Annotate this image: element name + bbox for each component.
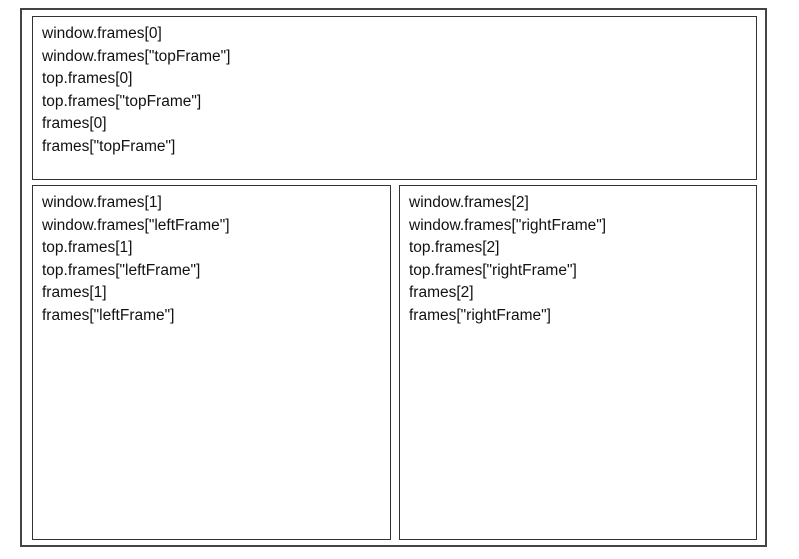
left-frame-reference: frames[1] [42, 284, 107, 302]
top-frame: window.frames[0] window.frames["topFrame… [32, 16, 757, 180]
right-frame-reference: window.frames[2] [409, 194, 529, 211]
top-frame-reference: top.frames[0] [42, 70, 133, 88]
right-frame-reference: frames["rightFrame"] [409, 306, 551, 324]
right-frame-reference: frames[2] [409, 284, 474, 302]
right-frame-reference: top.frames[2] [409, 239, 500, 257]
top-frame-reference: window.frames[0] [42, 25, 162, 42]
right-frame: window.frames[2] window.frames["rightFra… [399, 185, 757, 540]
frameset-window: window.frames[0] window.frames["topFrame… [20, 8, 767, 547]
left-frame-reference: frames["leftFrame"] [42, 306, 175, 324]
left-frame: window.frames[1] window.frames["leftFram… [32, 185, 391, 540]
top-frame-reference: frames["topFrame"] [42, 137, 176, 155]
left-frame-reference: window.frames["leftFrame"] [42, 216, 230, 234]
top-frame-reference: top.frames["topFrame"] [42, 92, 202, 110]
left-frame-reference: window.frames[1] [42, 194, 162, 211]
right-frame-reference: window.frames["rightFrame"] [409, 216, 607, 234]
right-frame-reference: top.frames["rightFrame"] [409, 261, 577, 279]
top-frame-reference: window.frames["topFrame"] [42, 47, 231, 65]
left-frame-reference: top.frames[1] [42, 239, 133, 257]
left-frame-reference: top.frames["leftFrame"] [42, 261, 201, 279]
top-frame-reference: frames[0] [42, 115, 107, 133]
